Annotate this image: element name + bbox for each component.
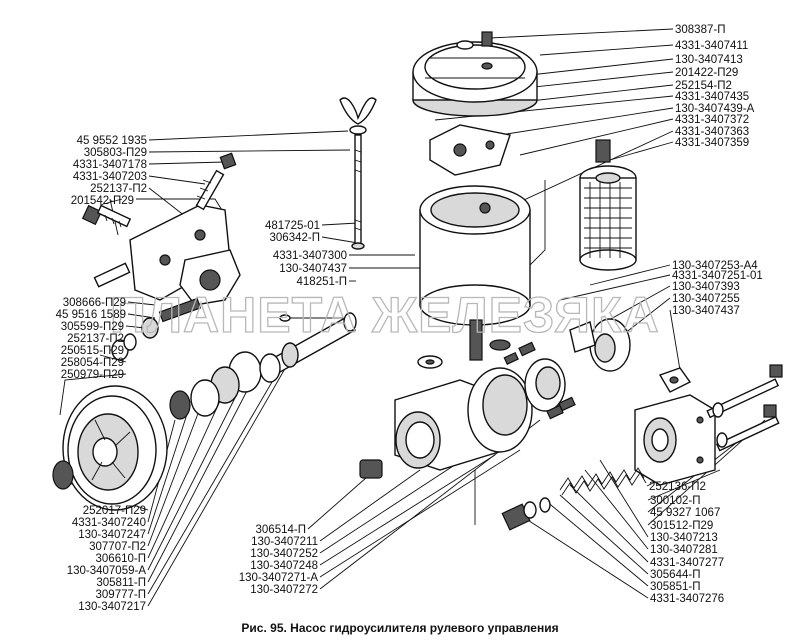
part-label: 305851-П — [650, 581, 700, 593]
part-label: 45 9327 1067 — [650, 507, 720, 519]
part-label: 130-3407413 — [675, 54, 743, 66]
part-label: 250979-П29 — [61, 369, 124, 381]
part-label: 4331-3407240 — [72, 517, 146, 529]
part-label: 300102-П — [650, 495, 700, 507]
part-label: 301512-П29 — [650, 520, 713, 532]
part-label: 130-3407253-А4 — [672, 260, 758, 272]
part-label: 130-3407059-А — [67, 565, 147, 577]
part-label: 130-3407437 — [279, 263, 347, 275]
part-label: 4331-3407178 — [73, 159, 147, 171]
part-label: 306610-П — [96, 553, 146, 565]
part-label: 130-3407271-А — [239, 572, 319, 584]
part-label: 201422-П29 — [675, 67, 738, 79]
part-label: 4331-3407251-01 — [672, 270, 763, 282]
part-label: 252137-П2 — [67, 333, 124, 345]
part-label: 4331-3407363 — [675, 126, 749, 138]
part-label: 4331-3407411 — [675, 40, 748, 52]
part-label: 306342-П — [270, 232, 320, 244]
part-label: 130-3407252 — [250, 548, 318, 560]
left-labels: 45 9552 1935 305803-П29 4331-3407178 433… — [56, 135, 147, 613]
part-label: 4331-3407203 — [73, 171, 147, 183]
part-label: 130-3407281 — [650, 544, 718, 556]
part-label: 305811-П — [96, 577, 146, 589]
figure-caption: Рис. 95. Насос гидроусилителя рулевого у… — [241, 621, 558, 635]
part-label: 45 9516 1589 — [56, 309, 126, 321]
part-label: 306514-П — [256, 524, 306, 536]
part-label: 252136-П2 — [649, 481, 706, 493]
part-label: 4331-3407277 — [650, 557, 724, 569]
part-label: 305803-П29 — [84, 147, 147, 159]
part-label: 201542-П29 — [71, 195, 134, 207]
center-labels: 481725-01 306342-П 4331-3407300 130-3407… — [239, 220, 347, 596]
rear-cover — [634, 367, 716, 486]
long-bolts-right — [706, 364, 783, 452]
part-label: 4331-3407276 — [650, 593, 724, 605]
gaskets — [279, 314, 511, 351]
part-label: 308387-П — [675, 24, 725, 36]
pump-housing — [359, 367, 533, 479]
reservoir-body — [419, 185, 531, 361]
shaft-seals — [111, 297, 262, 420]
part-label: 252154-П2 — [675, 80, 732, 92]
part-label: 305599-П29 — [61, 321, 124, 333]
part-label: 45 9552 1935 — [77, 135, 147, 147]
right-top-labels: 308387-П 4331-3407411 130-3407413 201422… — [675, 24, 755, 149]
part-label: 130-3407393 — [672, 281, 740, 293]
mounting-bracket — [129, 204, 241, 306]
part-label: 130-3407211 — [251, 536, 318, 548]
part-label: 252017-П29 — [83, 505, 146, 517]
part-label: 4331-3407435 — [675, 91, 749, 103]
bolts-upper-left — [81, 152, 237, 288]
part-label: 252137-П2 — [90, 183, 147, 195]
filter-cartridge — [579, 139, 637, 271]
drive-shaft — [259, 312, 357, 383]
part-label: 4331-3407300 — [273, 250, 347, 262]
part-label: 4331-3407372 — [675, 114, 749, 126]
part-label: 309777-П — [96, 589, 146, 601]
watermark: ПЛАНЕТА ЖЕЛЕЗЯКА — [110, 287, 660, 343]
rotor-assembly — [503, 341, 576, 420]
part-label: 250515-П29 — [61, 345, 124, 357]
part-label: 130-3407437 — [672, 305, 740, 317]
right-bottom-labels: 252136-П2 300102-П 45 9327 1067 301512-П… — [649, 481, 724, 605]
part-label: 305644-П — [650, 569, 700, 581]
part-label: 481725-01 — [265, 220, 320, 232]
part-label: 4331-3407359 — [675, 137, 749, 149]
part-label: 258054-П29 — [61, 357, 124, 369]
part-label: 130-3407213 — [650, 532, 718, 544]
part-label: 307707-П2 — [89, 541, 146, 553]
right-mid-labels: 130-3407253-А4 4331-3407251-01 130-34073… — [672, 260, 763, 317]
part-label: 130-3407439-А — [675, 103, 755, 115]
part-label: 418251-П — [297, 276, 347, 288]
part-label: 130-3407248 — [250, 560, 318, 572]
relief-valve — [501, 467, 647, 531]
part-label: 130-3407255 — [672, 293, 740, 305]
part-label: 130-3407217 — [78, 601, 146, 613]
part-label: 130-3407247 — [78, 529, 146, 541]
stud-with-wing-nut — [339, 97, 377, 250]
reservoir-cap — [412, 31, 538, 117]
part-label: 130-3407272 — [250, 584, 318, 596]
part-label: 308666-П29 — [63, 297, 126, 309]
pulley — [52, 385, 168, 511]
cover-plate — [417, 318, 631, 372]
reservoir-bracket — [429, 124, 511, 176]
